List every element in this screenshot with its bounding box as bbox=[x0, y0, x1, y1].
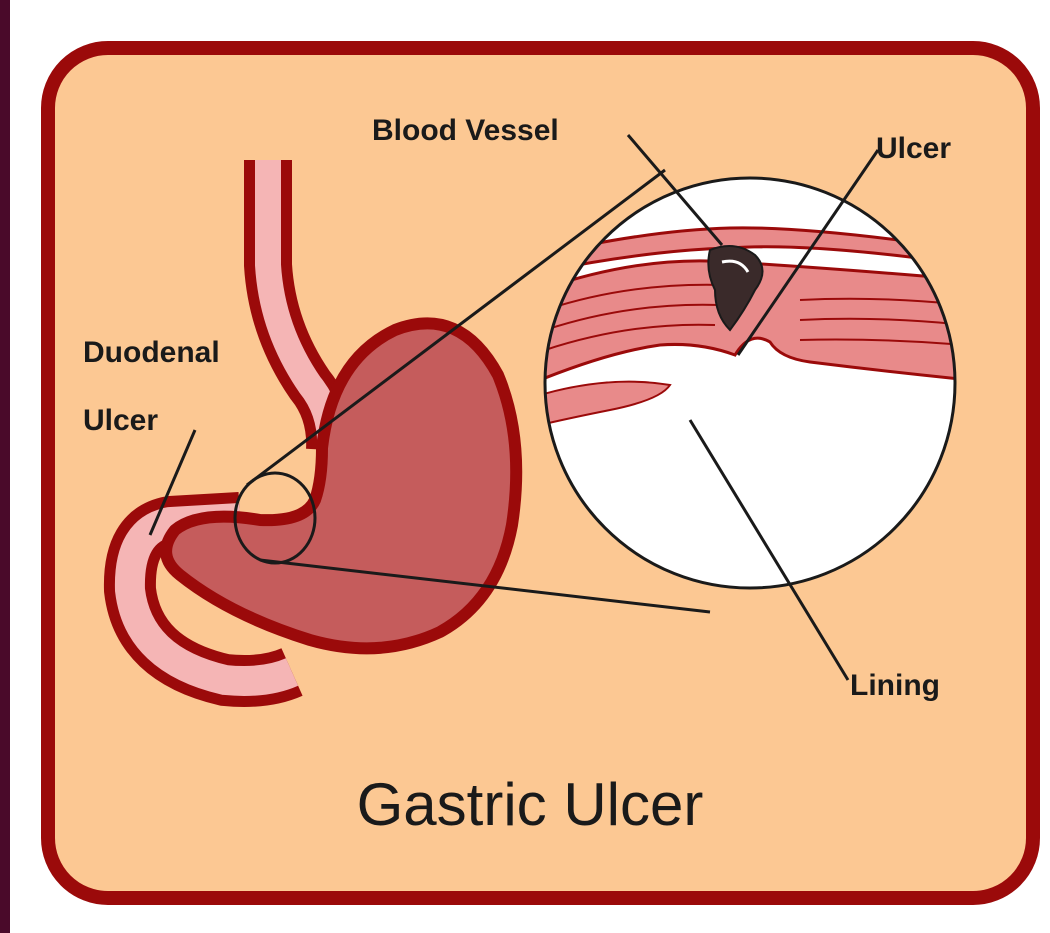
label-blood-vessel: Blood Vessel bbox=[372, 114, 559, 147]
label-duodenal-line1: Duodenal bbox=[83, 336, 220, 369]
label-ulcer: Ulcer bbox=[876, 132, 951, 165]
label-lining: Lining bbox=[850, 669, 940, 702]
label-duodenal-line2: Ulcer bbox=[83, 404, 158, 437]
gastric-ulcer-diagram: Blood Vessel Ulcer Duodenal Ulcer Lining… bbox=[10, 0, 1050, 933]
diagram-title: Gastric Ulcer bbox=[357, 771, 704, 838]
diagram-canvas: Blood Vessel Ulcer Duodenal Ulcer Lining… bbox=[10, 0, 1050, 933]
